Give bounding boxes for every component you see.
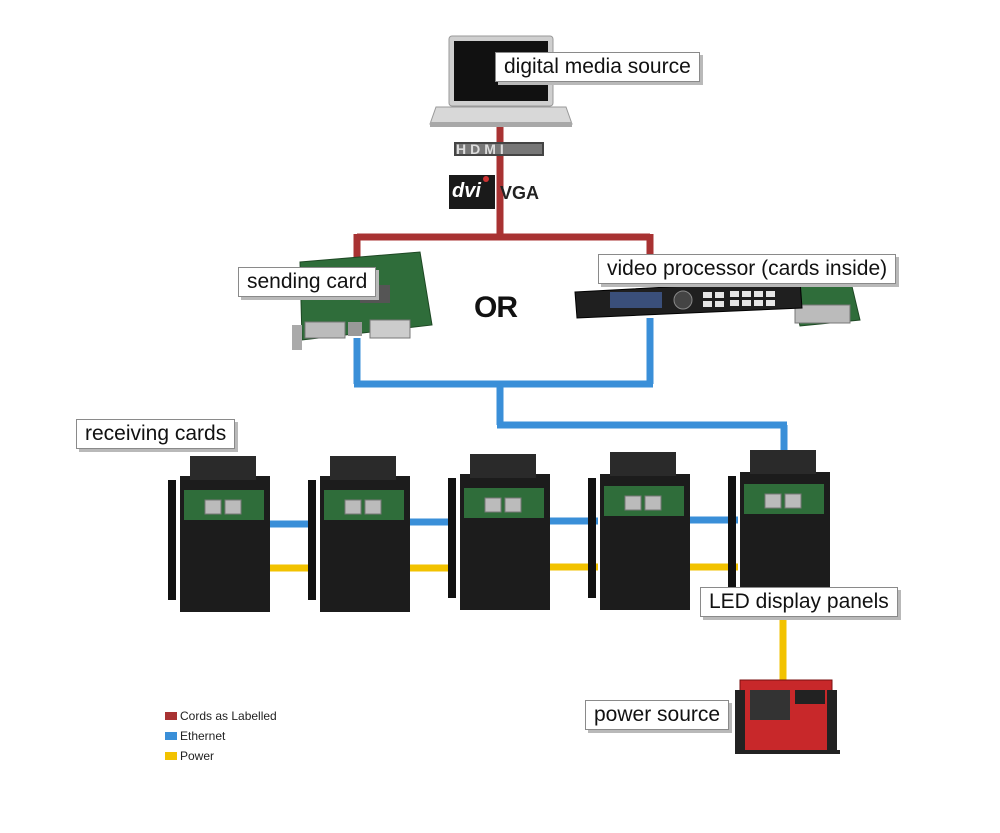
hdmi-text: HDMI [456, 141, 508, 157]
label-receiving-cards: receiving cards [76, 419, 236, 449]
hdmi-logo-icon [454, 142, 544, 156]
led-panel-3 [448, 454, 550, 610]
legend-swatch-power [165, 752, 177, 760]
legend-swatch-ethernet [165, 732, 177, 740]
label-digital-media-source: digital media source [495, 52, 700, 82]
label-led-display-panels: LED display panels [700, 587, 898, 617]
legend-label-power: Power [180, 749, 215, 763]
label-or: OR [474, 291, 518, 324]
legend-swatch-cords [165, 712, 177, 720]
legend: Cords as Labelled Ethernet Power [165, 706, 277, 766]
legend-item-cords: Cords as Labelled [165, 706, 277, 726]
generator-icon [735, 679, 840, 754]
legend-item-power: Power [165, 746, 277, 766]
label-video-processor: video processor (cards inside) [598, 254, 897, 284]
label-power-source: power source [585, 700, 730, 730]
led-panel-4 [588, 452, 690, 610]
video-processor-icon [574, 277, 861, 327]
led-panel-1 [168, 456, 270, 612]
dvi-logo-icon [449, 175, 495, 209]
label-sending-card: sending card [238, 267, 377, 297]
legend-label-ethernet: Ethernet [180, 729, 226, 743]
vga-text: VGA [500, 183, 540, 203]
legend-item-ethernet: Ethernet [165, 726, 277, 746]
legend-label-cords: Cords as Labelled [180, 709, 277, 723]
dvi-text: dvi [452, 180, 481, 202]
led-panel-2 [308, 456, 410, 612]
